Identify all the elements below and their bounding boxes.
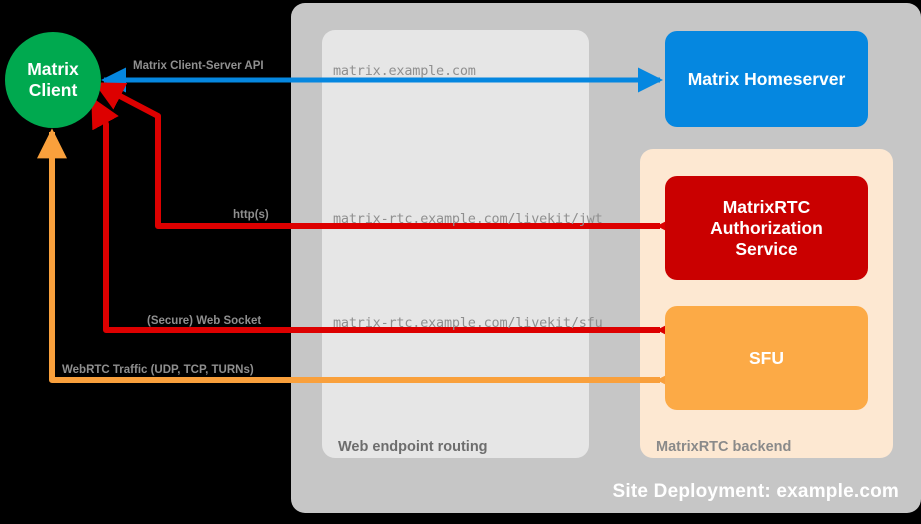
matrix-client-line1: Matrix: [27, 59, 79, 80]
edge-label-https: http(s): [233, 209, 269, 221]
auth-service-line1: MatrixRTC: [722, 196, 811, 217]
edge-label-websocket: (Secure) Web Socket: [147, 315, 262, 327]
endpoint-url-sfu: matrix-rtc.example.com/livekit/sfu: [333, 315, 603, 331]
web-endpoint-routing-container: [322, 30, 589, 458]
auth-service-line3: Service: [735, 238, 798, 259]
matrixrtc-backend-label: MatrixRTC backend: [656, 439, 792, 455]
node-sfu[interactable]: SFU: [665, 306, 868, 410]
matrix-client-line2: Client: [28, 80, 78, 100]
node-matrixrtc-authorization-service[interactable]: MatrixRTC Authorization Service: [665, 176, 868, 280]
sfu-label: SFU: [749, 347, 784, 368]
endpoint-url-jwt: matrix-rtc.example.com/livekit/jwt: [333, 211, 603, 227]
matrix-homeserver-label: Matrix Homeserver: [687, 68, 846, 89]
web-endpoint-routing-label: Web endpoint routing: [338, 439, 488, 455]
edge-label-webrtc: WebRTC Traffic (UDP, TCP, TURNs): [62, 364, 254, 376]
auth-service-line2: Authorization: [710, 217, 823, 238]
endpoint-url-matrix: matrix.example.com: [333, 63, 476, 79]
node-matrix-homeserver[interactable]: Matrix Homeserver: [665, 31, 868, 127]
node-matrix-client[interactable]: Matrix Client: [5, 32, 101, 128]
edge-label-cs-api: Matrix Client-Server API: [133, 60, 264, 72]
site-deployment-label: Site Deployment: example.com: [612, 481, 899, 502]
